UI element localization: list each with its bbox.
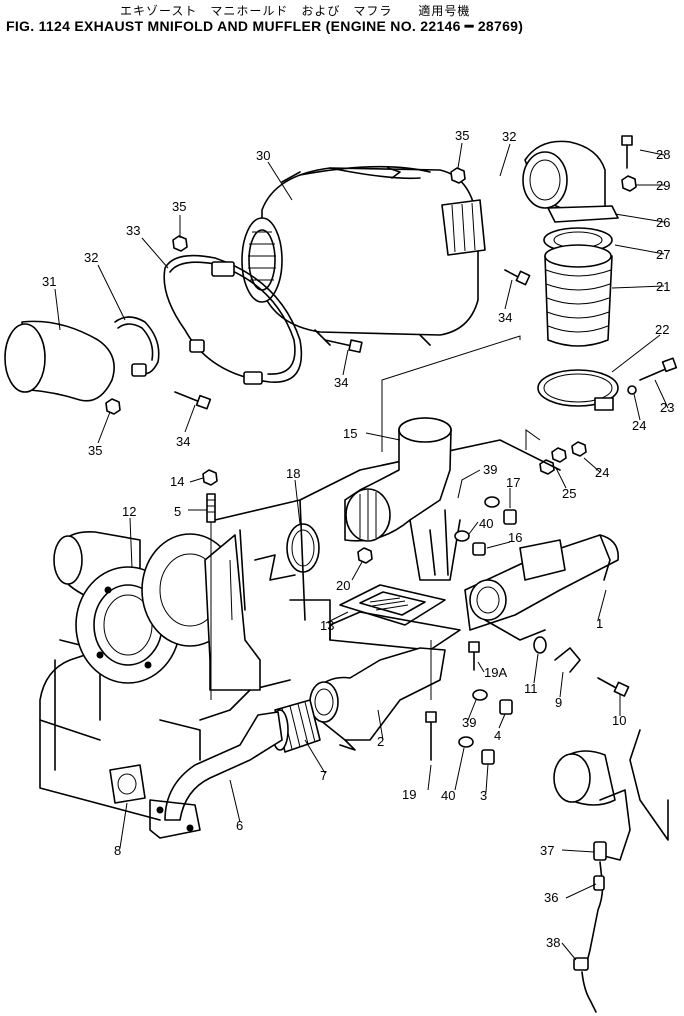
callout-26: 26 (656, 215, 670, 230)
callout-32-left: 32 (84, 250, 98, 265)
clamp-22-drawing (381, 335, 678, 475)
japanese-title: エキゾースト マニホールド および マフラ 適用号機 (120, 4, 471, 18)
callout-6: 6 (236, 818, 243, 833)
gasket-18-drawing (286, 523, 320, 573)
callout-labels: 35 32 30 28 29 26 27 21 35 33 32 31 34 3… (42, 128, 674, 950)
stud-5-nut-14 (202, 469, 218, 700)
callout-25: 25 (562, 486, 576, 501)
callout-15: 15 (343, 426, 357, 441)
bellows-assembly-drawing (522, 140, 619, 347)
callout-21: 21 (656, 279, 670, 294)
callout-7: 7 (320, 768, 327, 783)
callout-39-top: 39 (483, 462, 497, 477)
callout-40-bottom: 40 (441, 788, 455, 803)
callout-29: 29 (656, 178, 670, 193)
callout-17: 17 (506, 475, 520, 490)
turbocharger-drawing (53, 530, 261, 691)
lower-fasteners (357, 496, 630, 765)
exhaust-manifold-1-drawing (464, 534, 619, 641)
callout-1: 1 (596, 616, 603, 631)
exhaust-elbow-15-drawing (344, 417, 461, 581)
callout-12: 12 (122, 504, 136, 519)
callout-3: 3 (480, 788, 487, 803)
callout-4: 4 (494, 728, 501, 743)
callout-35-top: 35 (455, 128, 469, 143)
callout-34-left: 34 (176, 434, 190, 449)
callout-14: 14 (170, 474, 184, 489)
callout-5: 5 (174, 504, 181, 519)
exhaust-manifold-2-drawing (309, 647, 446, 751)
callout-16: 16 (508, 530, 522, 545)
callout-10: 10 (612, 713, 626, 728)
leader-lines (54, 142, 669, 961)
engine-block-drawing (39, 439, 561, 821)
callout-35-left: 35 (172, 199, 186, 214)
callout-8: 8 (114, 843, 121, 858)
callout-37: 37 (540, 843, 554, 858)
figure-header: エキゾースト マニホールド および マフラ 適用号機 FIG. 1124 EXH… (0, 0, 684, 40)
callout-39-bottom: 39 (462, 715, 476, 730)
callout-27: 27 (656, 247, 670, 262)
callout-31: 31 (42, 274, 56, 289)
clamp-band-drawing (163, 254, 303, 385)
callout-23: 23 (660, 400, 674, 415)
callout-36: 36 (544, 890, 558, 905)
callout-20: 20 (336, 578, 350, 593)
callout-11: 11 (524, 681, 538, 696)
callout-34-right: 34 (498, 310, 512, 325)
gasket-plate-13-drawing (329, 584, 461, 651)
callout-38: 38 (546, 935, 560, 950)
callout-34-center: 34 (334, 375, 348, 390)
callout-30: 30 (256, 148, 270, 163)
sensor-line-drawing (553, 729, 669, 1013)
callout-24-lower: 24 (595, 465, 609, 480)
callout-22: 22 (655, 322, 669, 337)
callout-2: 2 (377, 734, 384, 749)
callout-19: 19 (402, 787, 416, 802)
callout-24-right: 24 (632, 418, 646, 433)
muffler-drawing (241, 165, 486, 346)
callout-9: 9 (555, 695, 562, 710)
callout-33: 33 (126, 223, 140, 238)
callout-40-top: 40 (479, 516, 493, 531)
elbow-pipe-drawing (4, 316, 160, 402)
callout-28: 28 (656, 147, 670, 162)
callout-32-top: 32 (502, 129, 516, 144)
upper-fasteners (105, 135, 637, 415)
callout-13: 13 (320, 618, 334, 633)
callout-18: 18 (286, 466, 300, 481)
figure-title: FIG. 1124 EXHAUST MNIFOLD AND MUFFLER (E… (6, 18, 524, 34)
callout-35-bottom: 35 (88, 443, 102, 458)
callout-19a: 19A (484, 665, 507, 680)
exhaust-pipe-6-drawing (149, 711, 283, 839)
cover-plate-8-drawing (109, 764, 146, 804)
